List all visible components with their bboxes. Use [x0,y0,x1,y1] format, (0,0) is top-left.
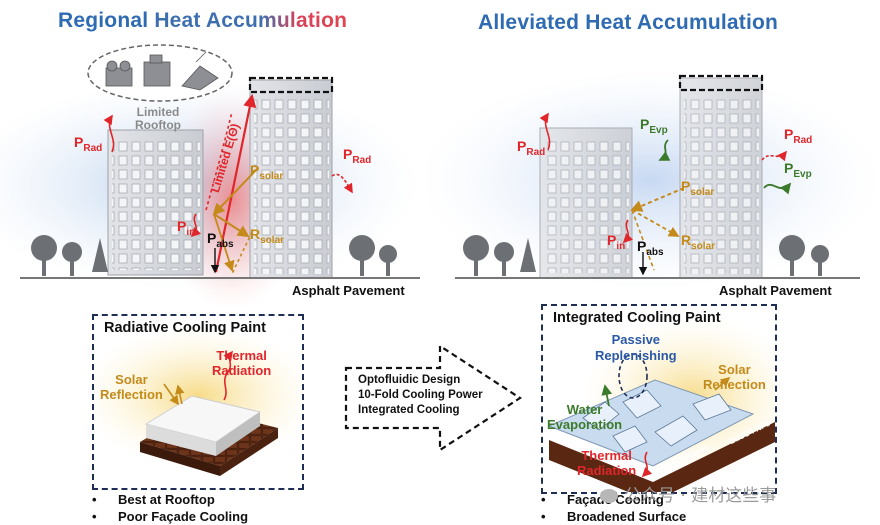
p-rad-right-arrow-right [761,150,788,162]
p-solar-arrow-right [630,187,685,212]
trees-right [463,235,829,276]
p-in-arrow-right [622,219,634,244]
r-solar-label-right: Rsolar [681,232,716,252]
p-evp-right-arrow [763,182,792,195]
rc-solar-label: Solar Reflection [100,372,163,402]
trees-left [31,235,397,276]
p-solar-label-left: Psolar [250,162,284,182]
short-building-right [539,127,633,279]
integrated-cooling-panel: Integrated Cooling Paint Passive Repleni… [541,304,777,494]
ic-illustration [547,316,775,492]
rc-thermal-label: Thermal Radiation [212,348,272,378]
r-solar-arrow-left [213,213,250,238]
pavement-label-left: Asphalt Pavement [292,283,405,298]
p-evp-top-arrow [658,139,671,161]
rc-bullet-1: Best at Rooftop [92,491,248,508]
r-solar-arrow-right [631,209,680,237]
p-solar-label-right: Psolar [681,178,715,198]
p-in-arrow-left [190,213,202,238]
wechat-icon [600,489,618,503]
p-rad-right-label-right: PRad [784,126,813,146]
ic-solar-label: Solar Reflection [703,362,766,392]
p-in-label-left: Pin [177,218,196,238]
rc-illustration [94,326,302,476]
p-rad-right-label-left: PRad [343,146,372,166]
rc-panel-title: Radiative Cooling Paint [104,320,266,336]
csh-matrix-slab [549,422,775,492]
p-rad-right-arrow-left [331,173,353,194]
arrow-line-1: Optofluidic Design [358,374,461,386]
tall-building-right [678,74,764,279]
rooftop-label: Limited Rooftop [135,105,181,132]
p-rad-left-arrow-right [539,112,551,151]
reflected-dashed-left [231,231,253,275]
solar-to-ground-right [631,209,655,271]
arrow-line-3: Integrated Cooling [358,404,460,416]
arrow-text: Optofluidic Design 10-Fold Cooling Power… [358,373,483,418]
radiative-cooling-panel: Radiative Cooling Paint Thermal Radiatio… [92,314,304,490]
short-building-left [107,129,204,276]
arrow-line-2: 10-Fold Cooling Power [358,389,483,401]
p-abs-label-left: Pabs [207,230,234,250]
ic-thermal-label: Thermal Radiation [577,448,637,478]
passive-replenishing-oval [618,353,648,399]
ic-panel-title: Integrated Cooling Paint [553,310,721,326]
p-solar-arrow-left [212,167,259,216]
p-abs-label-right: Pabs [637,238,664,258]
p-evp-top-label: PEvp [640,116,668,136]
left-title: Regional Heat Accumulation [58,9,348,32]
rc-bullets: Best at Rooftop Poor Façade Cooling [92,491,248,525]
ic-water-label: Water Evaporation [547,402,623,432]
limited-e-arrow [214,93,257,273]
p-evp-right-label: PEvp [784,160,812,180]
ic-passive-label: Passive Replenishing [595,332,677,363]
r-solar-label-left: Rsolar [250,226,285,246]
transition-arrow [344,343,523,453]
p-rad-left-label-right: PRad [517,138,546,158]
watermark: 公众号 · 建材这些事 [600,481,776,506]
rooftop-equipment-icons [105,51,219,91]
p-rad-left-arrow [103,114,115,153]
right-title: Alleviated Heat Accumulation [478,11,779,34]
ic-bullet-2: Broadened Surface [541,508,686,525]
p-in-label-right: Pin [607,232,626,252]
solar-to-ground-arrow [213,213,235,272]
tall-building-left [248,76,334,279]
p-rad-label-left: PRad [74,134,103,154]
pavement-label-right: Asphalt Pavement [719,283,832,298]
rc-bullet-2: Poor Façade Cooling [92,508,248,525]
rad-arrow [205,111,233,211]
